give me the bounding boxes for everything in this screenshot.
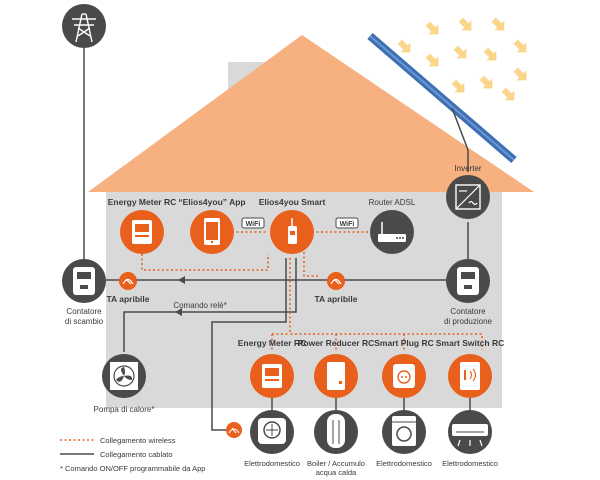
solar-panel (367, 32, 517, 164)
appliance-boiler: Boiler / Accumulo acqua calda (307, 410, 365, 477)
wifi-badge-left: WiFi (241, 217, 265, 229)
wired-connections (106, 150, 469, 431)
wifi-badge-left-label: WiFi (246, 221, 261, 228)
rele-arrow (175, 308, 182, 316)
contatore-produzione-label-1: Contatore (450, 307, 486, 316)
heater-icon (258, 418, 286, 444)
energy-meter-bottom-label: Energy Meter RC (238, 338, 307, 348)
smart-switch-label: Smart Switch RC (436, 338, 505, 348)
power-reducer: Power Reducer RC (298, 338, 375, 398)
heat-pump: Pompa di calore* (94, 354, 155, 414)
power-reducer-icon (327, 362, 345, 390)
appliance-boiler-label-2: acqua calda (316, 468, 357, 477)
smart-switch-icon (460, 362, 480, 390)
ta-right: TA apribile (315, 272, 358, 304)
inverter: Inverter (446, 164, 490, 219)
inverter-label: Inverter (454, 164, 481, 173)
appliance-ac-label: Elettrodomestico (442, 459, 498, 468)
boiler-icon (327, 414, 345, 448)
ta-left-label: TA apribile (107, 294, 150, 304)
contatore-scambio: Contatore di scambio (62, 259, 106, 326)
ta-left: TA apribile (107, 272, 150, 304)
energy-meter-bottom: Energy Meter RC (238, 338, 307, 398)
router-adsl: Router ADSL (369, 198, 416, 254)
smart-plug-icon (393, 364, 415, 388)
app-label: “Elios4you” App (178, 197, 245, 207)
pylon-icon (72, 13, 96, 43)
appliance-heater-label: Elettrodomestico (244, 459, 300, 468)
heat-pump-label: Pompa di calore* (94, 405, 155, 414)
meter-icon (457, 267, 479, 295)
bus-arrow (178, 276, 185, 284)
power-reducer-label: Power Reducer RC (298, 338, 375, 348)
ta-right-label: TA apribile (315, 294, 358, 304)
wifi-badge-right: WiFi (335, 217, 359, 229)
contatore-scambio-label-2: di scambio (65, 317, 104, 326)
ta-heater (226, 422, 242, 438)
smart-switch: Smart Switch RC (436, 338, 505, 398)
rc-appliance-links (271, 398, 471, 412)
appliance-washer-label: Elettrodomestico (376, 459, 432, 468)
appliance-ac: Elettrodomestico (442, 410, 498, 468)
router-icon (378, 222, 406, 242)
legend-wireless-label: Collegamento wireless (100, 436, 176, 445)
energy-meter-top-label: Energy Meter RC (108, 197, 177, 207)
appliance-washer: Elettrodomestico (376, 410, 432, 468)
current-clamp-icon (122, 278, 134, 285)
current-clamp-icon (330, 278, 342, 285)
contatore-produzione: Contatore di produzione (444, 259, 493, 326)
legend-note: * Comando ON/OFF programmabile da App (60, 464, 205, 473)
fan-icon (110, 362, 138, 390)
sun-rays (397, 17, 527, 101)
energy-meter-top: Energy Meter RC (108, 197, 177, 254)
elios-device-icon (288, 218, 297, 244)
comando-rele-label: Comando relè* (173, 301, 226, 310)
appliance-boiler-label-1: Boiler / Accumulo (307, 459, 365, 468)
contatore-produzione-label-2: di produzione (444, 317, 493, 326)
inverter-icon (455, 184, 481, 210)
wifi-badge-right-label: WiFi (340, 221, 355, 228)
smart-plug: Smart Plug RC (374, 338, 434, 398)
meter-icon (73, 267, 95, 295)
elios-app: “Elios4you” App (178, 197, 246, 254)
energy-meter-icon (262, 364, 282, 388)
house-roof (88, 35, 534, 192)
wireless-connections (141, 231, 483, 350)
washing-machine-icon (392, 416, 416, 446)
current-clamp-icon (228, 427, 240, 434)
elios-smart: Elios4you Smart (259, 197, 326, 254)
legend-wired-label: Collegamento cablato (100, 450, 173, 459)
legend: Collegamento wireless Collegamento cabla… (60, 436, 205, 473)
router-label: Router ADSL (369, 198, 416, 207)
elios-smart-label: Elios4you Smart (259, 197, 326, 207)
smartphone-icon (204, 218, 220, 245)
appliance-heater: Elettrodomestico (244, 410, 300, 468)
energy-meter-icon (132, 220, 152, 244)
smart-plug-label: Smart Plug RC (374, 338, 434, 348)
power-pylon (62, 4, 106, 262)
air-conditioner-icon (452, 424, 488, 447)
contatore-scambio-label-1: Contatore (66, 307, 102, 316)
